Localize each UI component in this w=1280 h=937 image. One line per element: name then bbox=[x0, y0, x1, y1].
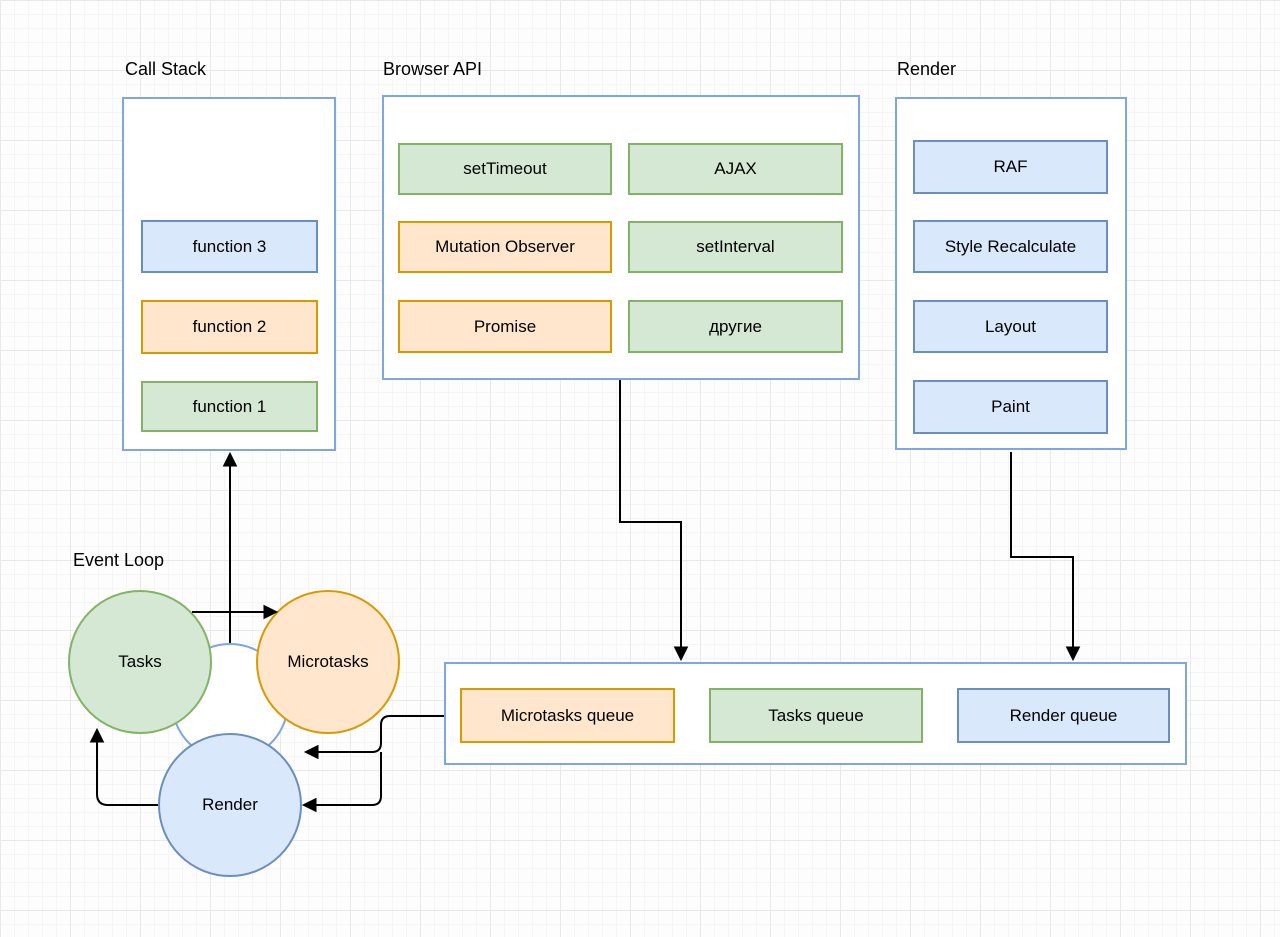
render-item-paint: Paint bbox=[913, 380, 1108, 434]
queue-item-render-queue: Render queue bbox=[957, 688, 1170, 743]
call-stack-item-function-2: function 2 bbox=[141, 300, 318, 354]
queue-item-tasks-queue: Tasks queue bbox=[709, 688, 923, 743]
browser-api-item-ajax: AJAX bbox=[628, 143, 843, 195]
render-title: Render bbox=[897, 59, 957, 79]
render-item-style-recalculate: Style Recalculate bbox=[913, 220, 1108, 273]
tasks-circle: Tasks bbox=[68, 590, 212, 734]
render-item-raf: RAF bbox=[913, 140, 1108, 194]
render-circle: Render bbox=[158, 733, 302, 877]
browser-api-item-mutation-observer: Mutation Observer bbox=[398, 221, 612, 273]
browser-api-title: Browser API bbox=[383, 59, 483, 79]
render-item-layout: Layout bbox=[913, 300, 1108, 353]
call-stack-item-function-3: function 3 bbox=[141, 220, 318, 273]
queue-item-microtasks-queue: Microtasks queue bbox=[460, 688, 675, 743]
arrow-queues-to-render-circle bbox=[301, 752, 382, 813]
browser-api-item-setinterval: setInterval bbox=[628, 221, 843, 273]
browser-api-item-promise: Promise bbox=[398, 300, 612, 353]
arrow-tasks-to-microtasks bbox=[192, 604, 279, 620]
call-stack-title: Call Stack bbox=[125, 59, 207, 79]
browser-api-item-others: другие bbox=[628, 300, 843, 353]
arrow-render-circle-to-tasks bbox=[89, 727, 158, 806]
arrow-event-loop-to-call-stack bbox=[222, 451, 238, 643]
arrow-browser-api-to-queues bbox=[619, 380, 689, 662]
arrow-render-box-to-queues bbox=[1010, 452, 1081, 662]
browser-api-item-settimeout: setTimeout bbox=[398, 143, 612, 195]
call-stack-item-function-1: function 1 bbox=[141, 381, 318, 432]
microtasks-circle: Microtasks bbox=[256, 590, 400, 734]
event-loop-title: Event Loop bbox=[73, 550, 165, 570]
